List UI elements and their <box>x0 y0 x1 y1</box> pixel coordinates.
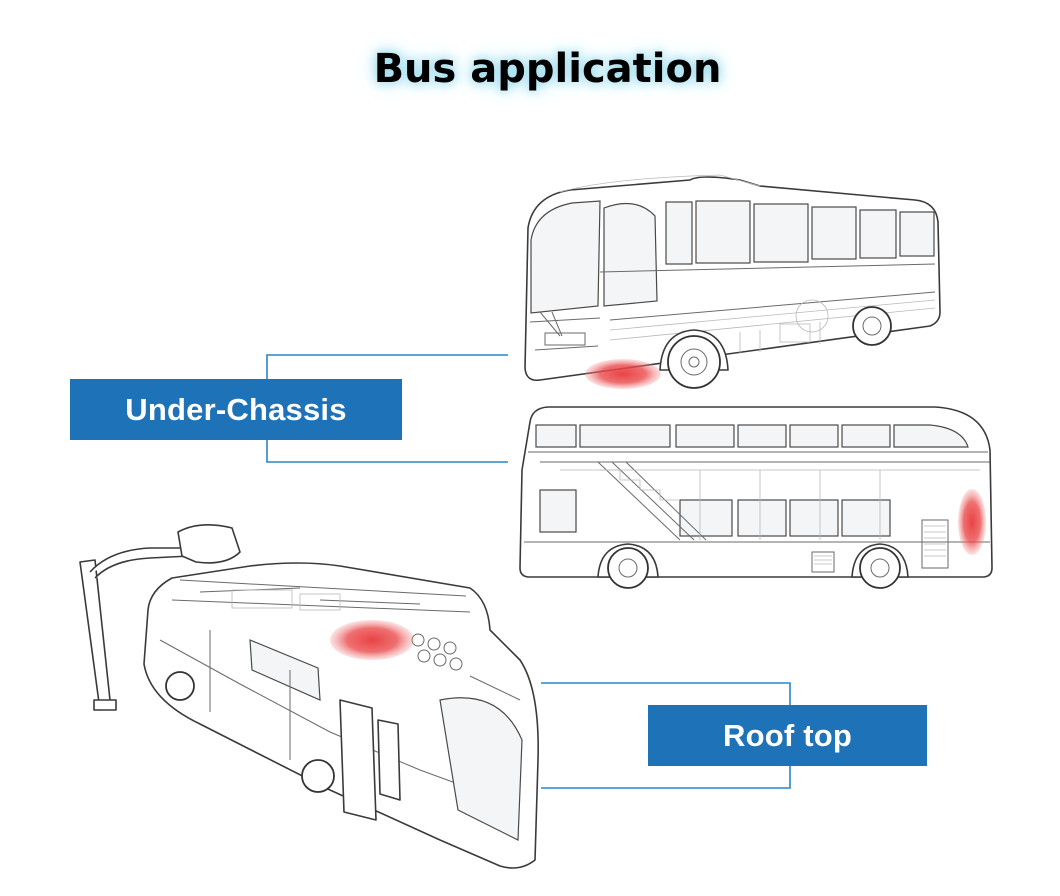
connector-to-coach <box>266 354 508 379</box>
electric-bus-drawing <box>79 524 539 869</box>
connector-to-electric-bus-bottom <box>541 766 791 789</box>
double-decker-rear-wheel <box>859 547 901 589</box>
roof-top-label: Roof top <box>648 705 927 766</box>
coach-bus-drawing <box>524 174 941 389</box>
under-chassis-label: Under-Chassis <box>70 379 402 440</box>
coach-front-wheel <box>667 335 721 389</box>
under-chassis-highlight-double-decker <box>958 489 986 555</box>
connector-to-electric-bus-top <box>541 682 791 705</box>
electric-bus-front-wheel <box>301 759 335 793</box>
double-decker-bus-drawing <box>519 406 993 589</box>
double-decker-front-wheel <box>607 547 649 589</box>
roof-top-highlight <box>330 620 414 660</box>
under-chassis-highlight-coach <box>585 359 661 389</box>
connector-lines <box>266 354 791 789</box>
connector-to-double-decker <box>266 440 508 463</box>
electric-bus-rear-wheel <box>165 671 195 701</box>
page-title: Bus application <box>373 46 722 92</box>
coach-rear-wheel <box>852 306 892 346</box>
